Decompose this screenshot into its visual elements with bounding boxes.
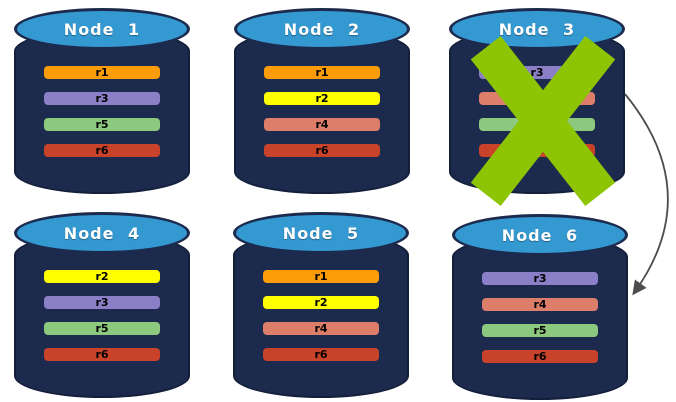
record-bar-r2: r2: [264, 92, 380, 105]
record-list: r1 r2 r4 r6: [263, 270, 379, 361]
cylinder-top: [14, 8, 190, 50]
record-bar-r1: r1: [44, 66, 160, 79]
record-bar-r4: r4: [263, 322, 379, 335]
node-title: Node 3: [498, 19, 576, 39]
node-4: Node 4 r2 r3 r5 r6: [14, 212, 190, 398]
record-bar-r3: r3: [44, 296, 160, 309]
record-list: r3 r4 r5 r6: [482, 272, 598, 363]
cylinder-top: [452, 214, 628, 256]
cylinder-body: [14, 233, 190, 398]
record-bar-r6: r6: [482, 350, 598, 363]
node-title: Node 5: [282, 223, 360, 243]
cylinder-top: [233, 212, 409, 254]
record-list: r1 r2 r4 r6: [264, 66, 380, 157]
node-title: Node 6: [501, 225, 579, 245]
node-6: Node 6 r3 r4 r5 r6: [452, 214, 628, 400]
failure-x-icon: [470, 35, 616, 206]
record-bar-r3: r3: [44, 92, 160, 105]
record-bar-r6: r6: [44, 348, 160, 361]
node-1: Node 1 r1 r3 r5 r6: [14, 8, 190, 194]
record-bar-r2: r2: [44, 270, 160, 283]
record-bar-r5: r5: [44, 322, 160, 335]
record-bar-r3: r3: [482, 272, 598, 285]
record-bar-r4: r4: [264, 118, 380, 131]
record-list: r1 r3 r5 r6: [44, 66, 160, 157]
cylinder-body: [233, 233, 409, 398]
record-bar-r4: r4: [482, 298, 598, 311]
cylinder-body: [452, 235, 628, 400]
cylinder-top: [449, 8, 625, 50]
record-bar-r5: r5: [482, 324, 598, 337]
node-title: Node 2: [283, 19, 361, 39]
cylinder-top: [14, 212, 190, 254]
record-list: r2 r3 r5 r6: [44, 270, 160, 361]
cylinder-top: [234, 8, 410, 50]
record-bar-r2: r2: [263, 296, 379, 309]
record-bar-r6: r6: [263, 348, 379, 361]
record-bar-r6: r6: [44, 144, 160, 157]
record-bar-r5: r5: [44, 118, 160, 131]
node-5: Node 5 r1 r2 r4 r6: [233, 212, 409, 398]
record-bar-r6: r6: [264, 144, 380, 157]
record-bar-r1: r1: [264, 66, 380, 79]
node-title: Node 1: [63, 19, 141, 39]
record-bar-r1: r1: [263, 270, 379, 283]
node-2: Node 2 r1 r2 r4 r6: [234, 8, 410, 194]
cylinder-body: [234, 29, 410, 194]
node-title: Node 4: [63, 223, 141, 243]
